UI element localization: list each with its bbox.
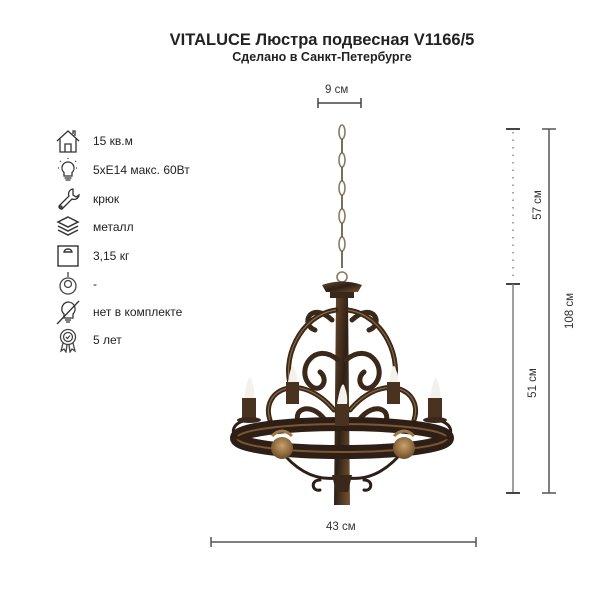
no-bulb-icon [55,299,81,325]
spec-label: 5xE14 макс. 60Вт [93,163,190,177]
dim-vertical-lines [506,128,556,494]
spec-weight: 3,15 кг [55,243,129,269]
lightbulb-icon [55,157,81,183]
product-subtitle: Сделано в Санкт-Петербурге [232,50,412,64]
chandelier-image [230,124,454,505]
dim-total-height-label: 108 см [564,292,576,330]
ring-mount-icon [55,271,81,297]
wrench-icon [55,186,81,212]
dim-top-width-label: 9 см [325,84,349,96]
dim-diameter-label: 43 см [326,521,356,533]
layers-icon [55,214,81,240]
product-title: VITALUCE Люстра подвесная V1166/5 [169,31,475,49]
scale-icon [55,243,81,269]
spec-area: 15 кв.м [55,128,133,154]
spec-label: 15 кв.м [93,134,133,148]
dim-diameter-line [210,537,477,547]
house-icon [55,128,81,154]
spec-warranty: 5 лет [55,327,122,353]
spec-label: металл [93,220,134,234]
spec-label: - [93,277,97,291]
dim-chain-length-label: 57 см [532,190,544,220]
spec-label: 5 лет [93,333,122,347]
spec-label: нет в комплекте [93,305,183,319]
dim-body-height-label: 51 см [527,368,539,398]
dim-top-width-line [317,98,362,108]
spec-material: металл [55,214,134,240]
spec-mount: крюк [55,186,119,212]
spec-label: 3,15 кг [93,249,130,263]
spec-label: крюк [93,192,120,206]
spec-bulbs: 5xE14 макс. 60Вт [55,157,190,183]
spec-extra: - [55,271,97,297]
spec-bulb-included: нет в комплекте [55,299,182,325]
warranty-badge-icon [55,327,81,353]
